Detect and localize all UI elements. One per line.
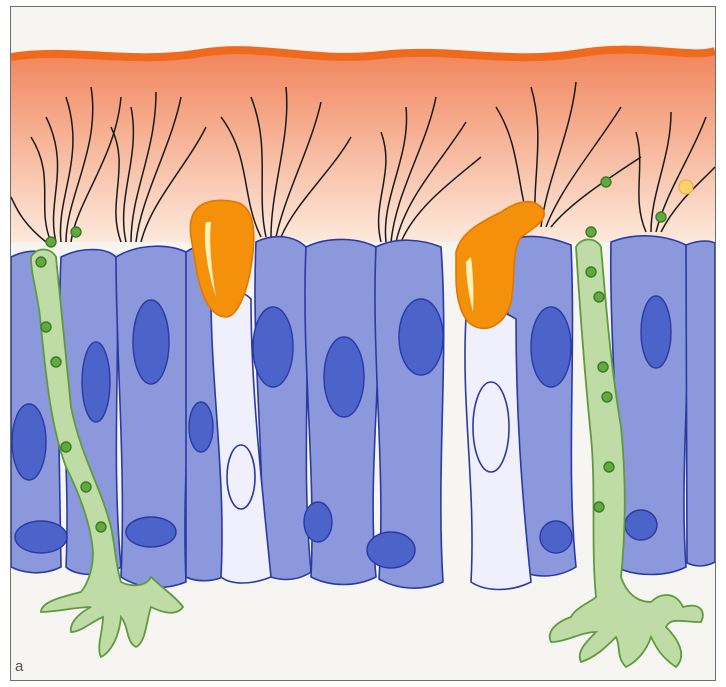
granule [594,502,604,512]
yellow-particle [679,180,693,194]
granule [61,442,71,452]
granule [46,237,56,247]
granule [586,267,596,277]
granule [602,392,612,402]
granule [598,362,608,372]
goblet-nucleus [473,382,509,472]
nucleus [399,299,443,375]
nucleus [304,502,332,542]
granule [36,257,46,267]
panel-label: a [15,658,23,675]
nucleus [540,521,572,553]
nucleus [15,521,67,553]
nucleus [625,510,657,540]
goblet-nucleus [227,445,255,509]
granule [594,292,604,302]
granule [604,462,614,472]
granule [96,522,106,532]
nucleus [253,307,293,387]
granule [41,322,51,332]
figure-frame: a [10,6,716,681]
nucleus [367,532,415,568]
nucleus [82,342,110,422]
granule [81,482,91,492]
epithelium-illustration [11,7,715,680]
nucleus [531,307,571,387]
nucleus [324,337,364,417]
nucleus [133,300,169,384]
nucleus [12,404,46,480]
granule [601,177,611,187]
nucleus [126,517,176,547]
granule [51,357,61,367]
granule [656,212,666,222]
columnar-cell [686,241,715,566]
nucleus [641,296,671,368]
granule [71,227,81,237]
nucleus [189,402,213,452]
granule [586,227,596,237]
